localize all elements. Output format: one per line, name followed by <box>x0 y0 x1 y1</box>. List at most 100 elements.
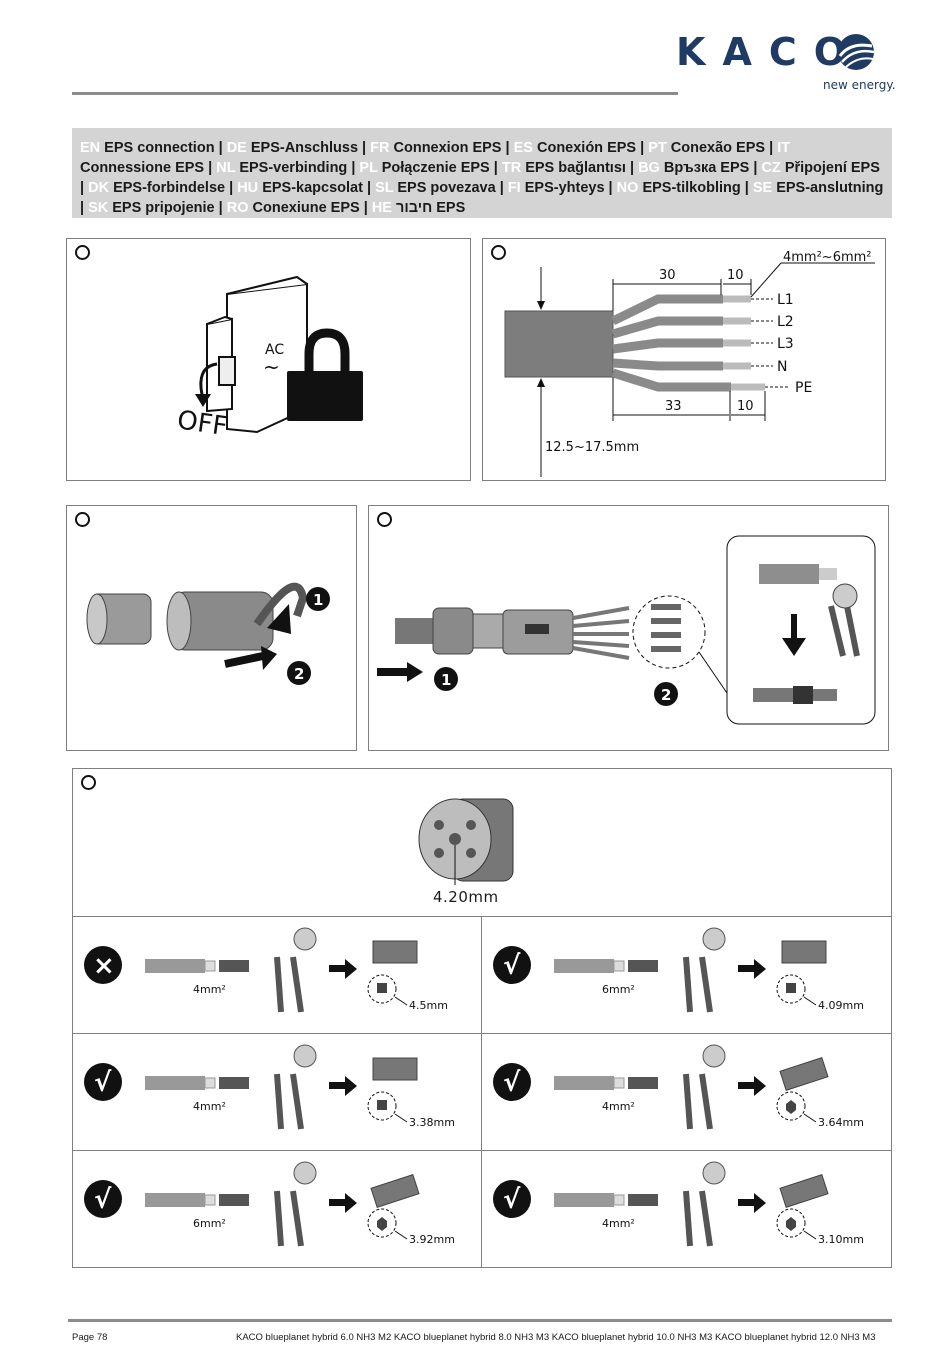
result-size: 3.38mm <box>409 1116 455 1129</box>
cable-diagram: 12.5~17.5mm L1 L2 L3 N PE <box>504 250 875 477</box>
conductor-pe: PE <box>795 380 812 396</box>
crimp-tool-icon <box>274 956 304 1013</box>
result-size: 3.10mm <box>818 1233 864 1246</box>
breaker-illustration: AC ~ OFF <box>175 275 363 442</box>
language-heading: Connessione EPS <box>80 160 205 176</box>
crimp-die-icon <box>702 1161 726 1185</box>
leader-line <box>394 1113 408 1123</box>
profile-callout <box>367 974 397 1004</box>
wire-size: 4mm² <box>602 1100 635 1113</box>
step1-number: 1 <box>313 591 323 609</box>
wire-core <box>613 960 625 972</box>
logo-wordmark: KACO <box>676 30 864 74</box>
language-heading: EPS povezava <box>397 180 496 196</box>
crimp-tool-icon <box>683 1073 713 1130</box>
wire-size: 4mm² <box>193 983 226 996</box>
language-code: EN <box>80 140 105 156</box>
leader-line <box>394 996 408 1006</box>
arrow-icon <box>329 1082 347 1089</box>
check-icon <box>84 1180 122 1218</box>
language-heading: EPS-yhteys <box>524 180 605 196</box>
crimped-ferrule <box>781 940 827 964</box>
wire-core <box>204 1194 216 1206</box>
off-label: OFF <box>175 405 229 442</box>
arrow-head-icon <box>754 1076 766 1096</box>
check-icon <box>493 1180 531 1218</box>
leader-line <box>394 1230 408 1240</box>
language-heading: Conexión EPS <box>536 140 637 156</box>
language-code: FI <box>507 180 525 196</box>
language-code: HU <box>237 180 263 196</box>
header-rule <box>72 92 678 95</box>
step2-number: 2 <box>294 665 304 683</box>
status-symbol: √ <box>503 951 521 981</box>
language-heading: EPS-Anschluss <box>250 140 359 156</box>
arrow-icon <box>738 1082 756 1089</box>
square-profile-icon <box>786 983 796 993</box>
square-profile-icon <box>377 983 387 993</box>
language-heading: Връзка EPS <box>663 160 750 176</box>
crimp-die-icon <box>293 1044 317 1068</box>
language-code: BG <box>638 160 664 176</box>
multilingual-heading: EN EPS connection | DE EPS-Anschluss | F… <box>72 128 892 218</box>
leader-line <box>803 1113 817 1123</box>
check-icon <box>493 946 531 984</box>
logo-wave-icon <box>838 34 875 70</box>
check-icon <box>84 1063 122 1101</box>
arrow-head-icon <box>345 1193 357 1213</box>
language-code: SK <box>88 200 113 216</box>
language-code: NO <box>616 180 643 196</box>
crimp-die-icon <box>702 927 726 951</box>
status-symbol: √ <box>94 1068 112 1098</box>
language-code: SL <box>375 180 398 196</box>
page-number: Page 78 <box>72 1332 108 1343</box>
language-code: DE <box>226 140 251 156</box>
profile-callout <box>776 1091 806 1121</box>
hexagon-profile-icon <box>377 1217 387 1231</box>
padlock-icon <box>287 328 363 421</box>
cable-diameter: 12.5~17.5mm <box>545 440 639 455</box>
language-heading: EPS bağlantısı <box>525 160 626 176</box>
wire-core <box>204 960 216 972</box>
language-heading: Conexão EPS <box>670 140 766 156</box>
crimp-tool-icon <box>274 1190 304 1247</box>
panel-switch-off-breaker: AC ~ OFF <box>66 238 471 481</box>
language-heading: EPS-verbinding <box>239 160 348 176</box>
status-symbol: × <box>93 951 115 981</box>
arrow-head-icon <box>754 959 766 979</box>
language-code: DK <box>88 180 114 196</box>
language-heading: Připojení EPS <box>784 160 880 176</box>
arrow-icon <box>329 965 347 972</box>
arrow-icon <box>738 965 756 972</box>
wire-core <box>613 1077 625 1089</box>
step-marker <box>491 245 506 260</box>
ferrule <box>219 1077 249 1089</box>
ac-symbol: ~ <box>263 355 280 379</box>
language-code: HE <box>371 200 396 216</box>
wire <box>554 959 614 973</box>
step1-number: 1 <box>441 671 451 689</box>
wire-size: 6mm² <box>193 1217 226 1230</box>
crimped-ferrule <box>370 1174 420 1208</box>
language-code: RO <box>226 200 253 216</box>
profile-callout <box>367 1208 397 1238</box>
wire-size: 6mm² <box>602 983 635 996</box>
step-marker <box>377 512 392 527</box>
panel-ferrule-crimp: 1 2 <box>368 505 889 751</box>
square-profile-icon <box>377 1100 387 1110</box>
wire-size: 4mm² <box>602 1217 635 1230</box>
language-code: PT <box>648 140 671 156</box>
status-symbol: √ <box>94 1185 112 1215</box>
wire <box>145 1193 205 1207</box>
wire-core <box>613 1194 625 1206</box>
language-heading: חיבור EPS <box>395 200 466 216</box>
language-heading: EPS pripojenie <box>112 200 215 216</box>
wire-core <box>204 1077 216 1089</box>
